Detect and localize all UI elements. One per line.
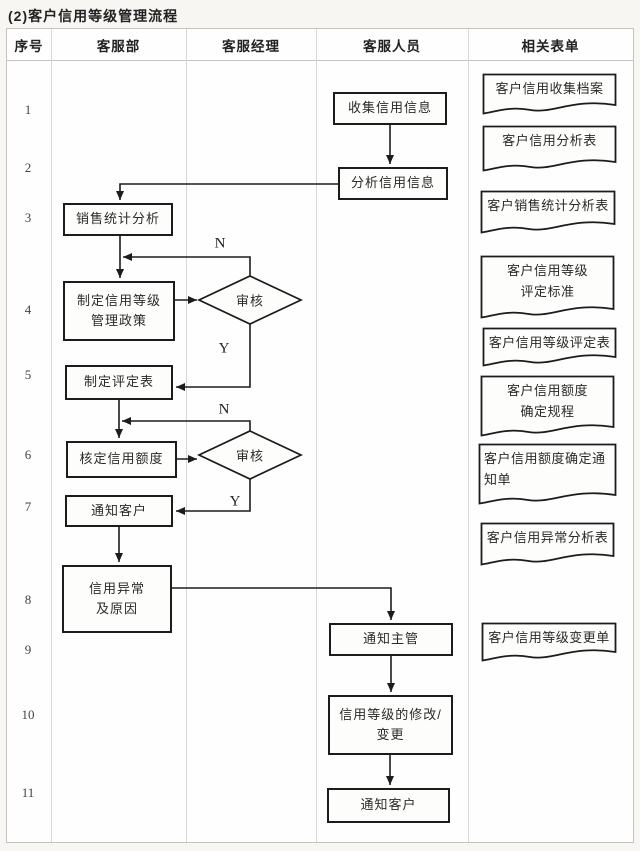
form-doc-f9: 客户信用等级变更单 xyxy=(481,622,617,662)
form-label-f6: 客户信用额度确定规程 xyxy=(506,383,588,419)
flow-connector-10 xyxy=(176,479,251,515)
col-header-seq: 序号 xyxy=(14,38,44,54)
branch-label-b2: Y xyxy=(218,340,230,357)
flow-connector-4 xyxy=(123,253,251,276)
branch-label-b3: N xyxy=(218,401,230,418)
document-shape-icon xyxy=(482,73,617,115)
page-title: (2)客户信用等级管理流程 xyxy=(8,8,179,24)
form-doc-f2: 客户信用分析表 xyxy=(482,125,617,172)
row-number-8: 8 xyxy=(24,592,32,607)
decision-diamond-d1 xyxy=(197,275,303,325)
document-shape-icon xyxy=(480,190,616,234)
decision-diamond-d2 xyxy=(197,430,303,480)
row-number-9: 9 xyxy=(24,642,32,657)
row-number-11: 11 xyxy=(21,785,35,800)
form-label-f5: 客户信用等级评定表 xyxy=(488,335,611,350)
branch-label-b4: Y xyxy=(229,493,241,510)
form-label-f2: 客户信用分析表 xyxy=(502,133,597,148)
document-shape-icon xyxy=(480,375,615,437)
flow-node-n11: 通知客户 xyxy=(327,788,450,823)
row-number-4: 4 xyxy=(24,302,32,317)
flow-connector-8 xyxy=(122,417,251,431)
decision-label-d1: 审核 xyxy=(235,293,265,309)
decision-label-d2: 审核 xyxy=(235,448,265,464)
grid-line-3 xyxy=(316,29,317,842)
row-number-1: 1 xyxy=(24,102,32,117)
flow-node-n1: 收集信用信息 xyxy=(333,92,447,125)
document-shape-icon xyxy=(480,255,615,319)
flow-node-n4: 制定信用等级管理政策 xyxy=(63,281,175,341)
form-label-f8: 客户信用异常分析表 xyxy=(486,530,609,545)
flow-connector-6 xyxy=(176,324,251,391)
form-label-f9: 客户信用等级变更单 xyxy=(488,630,610,645)
flow-connector-2 xyxy=(116,183,338,200)
flow-node-n8: 信用异常及原因 xyxy=(62,565,172,633)
form-label-f7: 客户信用额度确定通知单 xyxy=(484,451,606,487)
form-doc-f5: 客户信用等级评定表 xyxy=(482,327,617,367)
grid-line-4 xyxy=(468,29,469,842)
row-number-3: 3 xyxy=(24,210,32,225)
flow-node-n2: 分析信用信息 xyxy=(338,167,448,200)
flow-node-n7: 通知客户 xyxy=(65,495,173,527)
row-number-10: 10 xyxy=(21,707,35,722)
flow-connector-12 xyxy=(172,587,395,620)
form-label-f4: 客户信用等级评定标准 xyxy=(506,263,588,299)
flow-node-n3: 销售统计分析 xyxy=(63,203,173,236)
row-number-5: 5 xyxy=(24,367,32,382)
form-label-f1: 客户信用收集档案 xyxy=(495,81,604,96)
form-doc-f8: 客户信用异常分析表 xyxy=(480,522,615,566)
form-doc-f3: 客户销售统计分析表 xyxy=(480,190,616,234)
document-shape-icon xyxy=(481,622,617,662)
grid-line-1 xyxy=(51,29,52,842)
flow-node-n9: 通知主管 xyxy=(329,623,453,656)
form-doc-f4: 客户信用等级评定标准 xyxy=(480,255,615,319)
form-doc-f1: 客户信用收集档案 xyxy=(482,73,617,115)
table-header-row: 序号 客服部 客服经理 客服人员 相关表单 xyxy=(7,29,633,61)
branch-label-b1: N xyxy=(214,235,226,252)
flow-node-n10: 信用等级的修改/变更 xyxy=(328,695,453,755)
row-number-2: 2 xyxy=(24,160,32,175)
row-number-6: 6 xyxy=(24,447,32,462)
col-header-staff: 客服人员 xyxy=(363,38,421,54)
row-number-7: 7 xyxy=(24,499,32,514)
col-header-dept: 客服部 xyxy=(96,38,141,54)
document-shape-icon xyxy=(482,125,617,172)
document-shape-icon xyxy=(478,443,617,505)
document-shape-icon xyxy=(482,327,617,367)
flow-node-n5: 制定评定表 xyxy=(65,365,173,400)
col-header-manager: 客服经理 xyxy=(222,38,280,54)
form-doc-f7: 客户信用额度确定通知单 xyxy=(478,443,617,505)
form-doc-f6: 客户信用额度确定规程 xyxy=(480,375,615,437)
flow-node-n6: 核定信用额度 xyxy=(66,441,177,478)
grid-line-2 xyxy=(186,29,187,842)
document-shape-icon xyxy=(480,522,615,566)
form-label-f3: 客户销售统计分析表 xyxy=(487,198,609,213)
col-header-forms: 相关表单 xyxy=(521,38,580,54)
